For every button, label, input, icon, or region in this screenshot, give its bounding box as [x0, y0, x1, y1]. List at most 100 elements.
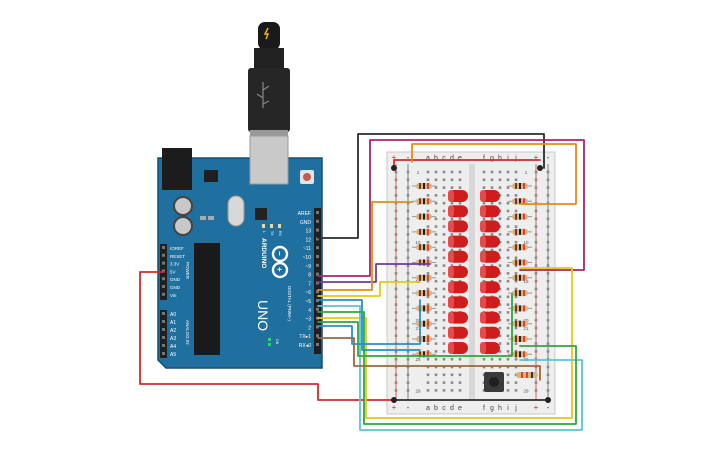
- breadboard-hole[interactable]: [426, 209, 430, 213]
- breadboard-hole[interactable]: [450, 178, 454, 182]
- breadboard-hole[interactable]: [490, 264, 494, 267]
- breadboard-hole[interactable]: [546, 256, 550, 260]
- breadboard-hole[interactable]: [514, 295, 518, 299]
- breadboard-hole[interactable]: [426, 311, 430, 314]
- breadboard-hole[interactable]: [498, 357, 502, 361]
- breadboard-hole[interactable]: [458, 233, 462, 236]
- analog-pin[interactable]: [162, 312, 165, 315]
- breadboard-hole[interactable]: [426, 357, 430, 361]
- breadboard-hole[interactable]: [498, 256, 502, 260]
- breadboard-hole[interactable]: [514, 318, 518, 322]
- breadboard-hole[interactable]: [434, 240, 438, 244]
- breadboard-hole[interactable]: [394, 311, 398, 314]
- breadboard-hole[interactable]: [406, 311, 410, 314]
- breadboard-hole[interactable]: [534, 350, 538, 353]
- breadboard-hole[interactable]: [434, 326, 438, 330]
- breadboard-hole[interactable]: [482, 217, 486, 221]
- breadboard-hole[interactable]: [426, 326, 430, 330]
- breadboard-hole[interactable]: [426, 240, 430, 244]
- breadboard-hole[interactable]: [506, 357, 510, 361]
- breadboard-hole[interactable]: [426, 178, 430, 182]
- power-pin[interactable]: [162, 285, 165, 288]
- breadboard-hole[interactable]: [442, 201, 446, 205]
- breadboard-hole[interactable]: [434, 357, 438, 361]
- breadboard-hole[interactable]: [546, 178, 550, 182]
- breadboard-hole[interactable]: [458, 389, 462, 392]
- breadboard-hole[interactable]: [498, 240, 502, 244]
- breadboard-hole[interactable]: [442, 342, 446, 345]
- digital-pin[interactable]: [316, 290, 319, 294]
- breadboard-hole[interactable]: [406, 233, 410, 236]
- breadboard-hole[interactable]: [442, 256, 446, 260]
- digital-pin[interactable]: [316, 246, 319, 250]
- breadboard-hole[interactable]: [534, 194, 538, 197]
- breadboard-hole[interactable]: [434, 342, 438, 345]
- breadboard-hole[interactable]: [514, 311, 518, 314]
- breadboard-hole[interactable]: [490, 201, 494, 205]
- digital-pin[interactable]: [316, 228, 319, 232]
- breadboard-hole[interactable]: [434, 295, 438, 299]
- breadboard-hole[interactable]: [534, 389, 538, 392]
- breadboard-hole[interactable]: [506, 342, 510, 345]
- breadboard-hole[interactable]: [534, 225, 538, 228]
- breadboard-hole[interactable]: [534, 295, 538, 299]
- breadboard-hole[interactable]: [394, 318, 398, 322]
- breadboard-hole[interactable]: [546, 311, 550, 314]
- breadboard-hole[interactable]: [426, 264, 430, 267]
- breadboard-hole[interactable]: [450, 365, 454, 369]
- breadboard-hole[interactable]: [514, 334, 518, 338]
- breadboard-hole[interactable]: [406, 389, 410, 392]
- breadboard-hole[interactable]: [406, 201, 410, 205]
- breadboard-hole[interactable]: [546, 194, 550, 197]
- breadboard-hole[interactable]: [490, 365, 494, 369]
- breadboard-hole[interactable]: [394, 225, 398, 228]
- breadboard-hole[interactable]: [434, 373, 438, 377]
- breadboard-hole[interactable]: [506, 287, 510, 291]
- breadboard-hole[interactable]: [394, 194, 398, 197]
- breadboard-hole[interactable]: [498, 194, 502, 197]
- breadboard-hole[interactable]: [406, 272, 410, 275]
- breadboard-hole[interactable]: [442, 233, 446, 236]
- breadboard-hole[interactable]: [506, 240, 510, 244]
- breadboard-hole[interactable]: [434, 201, 438, 205]
- breadboard-hole[interactable]: [506, 303, 510, 306]
- breadboard-hole[interactable]: [506, 170, 510, 174]
- breadboard-hole[interactable]: [534, 303, 538, 306]
- breadboard-hole[interactable]: [546, 381, 550, 384]
- breadboard-hole[interactable]: [490, 217, 494, 221]
- breadboard-hole[interactable]: [506, 194, 510, 197]
- breadboard-hole[interactable]: [498, 303, 502, 306]
- breadboard-hole[interactable]: [442, 365, 446, 369]
- breadboard-hole[interactable]: [426, 170, 430, 174]
- breadboard-hole[interactable]: [442, 311, 446, 314]
- breadboard-hole[interactable]: [426, 279, 430, 283]
- breadboard-hole[interactable]: [458, 373, 462, 377]
- breadboard-hole[interactable]: [506, 381, 510, 384]
- breadboard-hole[interactable]: [546, 318, 550, 322]
- breadboard-hole[interactable]: [482, 201, 486, 205]
- breadboard-hole[interactable]: [434, 272, 438, 275]
- breadboard-hole[interactable]: [406, 194, 410, 197]
- breadboard-hole[interactable]: [450, 279, 454, 283]
- breadboard-hole[interactable]: [442, 225, 446, 228]
- breadboard-hole[interactable]: [434, 381, 438, 384]
- breadboard-hole[interactable]: [514, 170, 518, 174]
- breadboard-hole[interactable]: [442, 326, 446, 330]
- breadboard-hole[interactable]: [506, 217, 510, 221]
- breadboard-hole[interactable]: [394, 389, 398, 392]
- breadboard-hole[interactable]: [406, 373, 410, 377]
- breadboard-hole[interactable]: [514, 287, 518, 291]
- breadboard-hole[interactable]: [406, 248, 410, 252]
- breadboard-hole[interactable]: [498, 264, 502, 267]
- breadboard-hole[interactable]: [534, 381, 538, 384]
- breadboard-hole[interactable]: [482, 264, 486, 267]
- breadboard-hole[interactable]: [506, 373, 510, 377]
- breadboard-hole[interactable]: [482, 365, 486, 369]
- breadboard-hole[interactable]: [406, 217, 410, 221]
- breadboard-hole[interactable]: [506, 365, 510, 369]
- breadboard-hole[interactable]: [498, 217, 502, 221]
- breadboard-hole[interactable]: [450, 357, 454, 361]
- breadboard-hole[interactable]: [406, 295, 410, 299]
- breadboard-hole[interactable]: [546, 248, 550, 252]
- breadboard-hole[interactable]: [442, 240, 446, 244]
